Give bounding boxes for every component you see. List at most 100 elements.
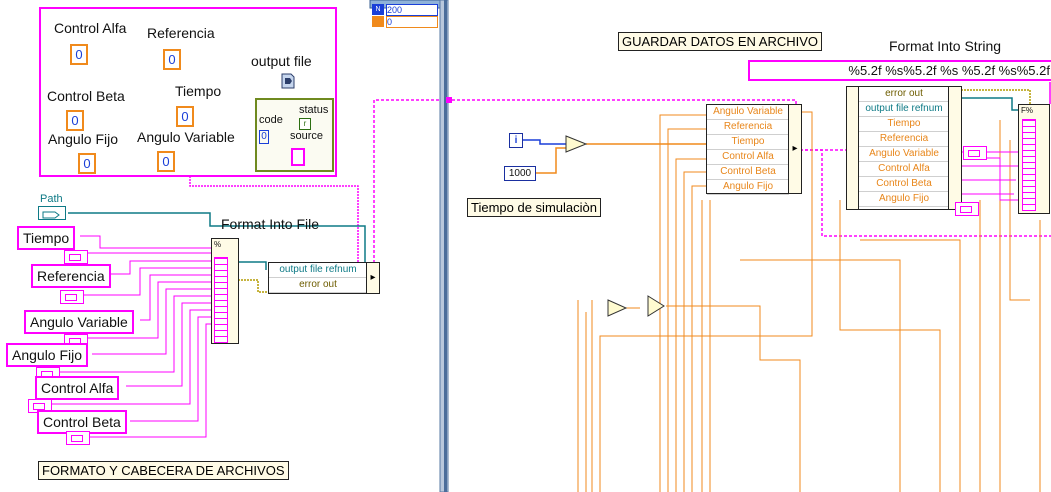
error-cluster[interactable]: status r code 0 source: [255, 98, 334, 172]
loop-count-value: 200: [386, 4, 438, 16]
control-beta-connector: [66, 431, 90, 445]
left-bundle-node[interactable]: ▸: [366, 262, 380, 294]
tiempo-connector: [64, 250, 88, 264]
wire-path: [68, 212, 366, 265]
loop-tunnel-square: [446, 97, 452, 103]
wire-tiempo-b: [70, 252, 212, 256]
sim-time-label: Tiempo de simulaciòn: [467, 198, 601, 217]
add-node: [565, 135, 588, 153]
wire-1000: [534, 147, 566, 174]
control-beta-indicator[interactable]: 0: [66, 110, 84, 131]
control-beta-label: Control Beta: [47, 88, 125, 104]
wire-tiempo: [80, 235, 212, 249]
wire-alfa-b: [38, 309, 212, 405]
format-into-file-label: Format Into File: [221, 216, 320, 232]
wire-loop-tunnel: [373, 99, 446, 268]
wire-error-right: [946, 89, 1031, 104]
angulo-variable-indicator[interactable]: 0: [157, 151, 175, 172]
unbundle-tiempo-right: Tiempo: [859, 117, 949, 132]
left-unbundle-node[interactable]: ▸: [788, 104, 802, 194]
output-file-label: output file: [251, 53, 312, 69]
right-bundle-node-right[interactable]: [948, 86, 962, 210]
wire-cluster-link-2: [800, 149, 1051, 237]
loop-count-terminal[interactable]: N 200 0: [372, 4, 438, 28]
left-caption: FORMATO Y CABECERA DE ARCHIVOS: [38, 461, 289, 480]
greater-node: [647, 295, 665, 317]
input-angulo-variable[interactable]: Angulo Variable: [24, 310, 134, 334]
left-unbundle-cluster[interactable]: Angulo Variable Referencia Tiempo Contro…: [706, 104, 790, 195]
out-error-row: error out: [269, 278, 367, 293]
constant-1000[interactable]: 1000: [504, 166, 536, 181]
wire-referencia: [110, 260, 212, 275]
wire-angfijo: [92, 288, 212, 355]
unbundle-error-out: error out: [859, 87, 949, 102]
wire-beta-b: [75, 323, 212, 438]
input-tiempo[interactable]: Tiempo: [17, 226, 76, 250]
unbundle-control-alfa-right: Control Alfa: [859, 162, 949, 177]
select-node: [607, 299, 628, 317]
unbundle-referencia: Referencia: [707, 120, 789, 135]
wire-alfa: [126, 302, 212, 387]
format-into-file-inputs: [214, 257, 228, 343]
input-control-alfa[interactable]: Control Alfa: [35, 376, 120, 400]
unbundle-control-beta: Control Beta: [707, 165, 789, 180]
unbundle-angulo-fijo-right: Angulo Fijo: [859, 192, 949, 207]
loop-inner-value: 0: [386, 16, 438, 28]
format-into-string-label: Format Into String: [889, 38, 1002, 54]
referencia-connector: [60, 290, 84, 304]
tiempo-indicator[interactable]: 0: [176, 106, 194, 127]
unbundle-output-file-refnum: output file refnum: [859, 102, 949, 117]
format-string-constant[interactable]: %5.2f %s%5.2f %s %5.2f %s%5.2f: [748, 60, 1051, 81]
unbundle-control-beta-right: Control Beta: [859, 177, 949, 192]
error-status-label: status: [299, 104, 329, 116]
angulo-fijo-label: Angulo Fijo: [48, 131, 119, 147]
left-output-cluster[interactable]: output file refnum error out: [268, 262, 368, 294]
right-string-const-1: [963, 146, 987, 160]
angulo-fijo-indicator[interactable]: 0: [78, 153, 96, 174]
tiempo-label: Tiempo: [175, 83, 222, 99]
right-string-const-2: [955, 202, 979, 216]
unbundle-tiempo: Tiempo: [707, 135, 789, 150]
path-label: Path: [40, 193, 63, 205]
control-alfa-indicator[interactable]: 0: [70, 44, 88, 65]
wire-angfijo-b: [46, 295, 212, 373]
output-file-icon[interactable]: [280, 72, 296, 90]
wire-panel-to-format: [189, 176, 359, 268]
unbundle-control-alfa: Control Alfa: [707, 150, 789, 165]
unbundle-angulo-variable-right: Angulo Variable: [859, 147, 949, 162]
angulo-variable-label: Angulo Variable: [137, 129, 235, 145]
front-panel-border: [39, 7, 337, 177]
format-into-file-node[interactable]: %: [211, 238, 239, 344]
error-code-indicator[interactable]: 0: [259, 130, 269, 144]
error-source-label: source: [290, 130, 324, 142]
wire-refnum-right: [946, 97, 1020, 111]
numeric-wires: [577, 111, 1041, 492]
format-into-string-inputs: [1022, 119, 1036, 211]
right-caption: GUARDAR DATOS EN ARCHIVO: [618, 32, 822, 51]
unbundle-angulo-variable: Angulo Variable: [707, 105, 789, 120]
wire-angvar: [140, 274, 212, 321]
wire-refnum-out: [238, 261, 267, 270]
unbundle-referencia-right: Referencia: [859, 132, 949, 147]
out-refnum-row: output file refnum: [269, 263, 367, 278]
error-code-label: code: [259, 114, 283, 126]
input-angulo-fijo[interactable]: Angulo Fijo: [6, 343, 89, 367]
wire-angvar-b: [80, 281, 212, 339]
right-unbundle-cluster[interactable]: error out output file refnum Tiempo Refe…: [858, 86, 950, 210]
format-into-string-node[interactable]: F%: [1018, 104, 1050, 214]
iteration-terminal[interactable]: i: [509, 133, 523, 148]
referencia-label: Referencia: [147, 25, 215, 41]
input-referencia[interactable]: Referencia: [31, 264, 111, 288]
error-status-indicator[interactable]: r: [299, 118, 311, 130]
unbundle-angulo-fijo: Angulo Fijo: [707, 180, 789, 195]
control-alfa-label: Control Alfa: [54, 20, 127, 36]
wire-beta: [130, 316, 212, 422]
loop-frame-bar-2: [444, 0, 447, 492]
error-source-indicator[interactable]: [291, 148, 305, 166]
wire-referencia-b: [72, 267, 212, 296]
path-constant[interactable]: [38, 206, 66, 220]
referencia-indicator[interactable]: 0: [163, 49, 181, 70]
wire-error-out: [238, 279, 268, 293]
wire-i: [522, 139, 566, 145]
